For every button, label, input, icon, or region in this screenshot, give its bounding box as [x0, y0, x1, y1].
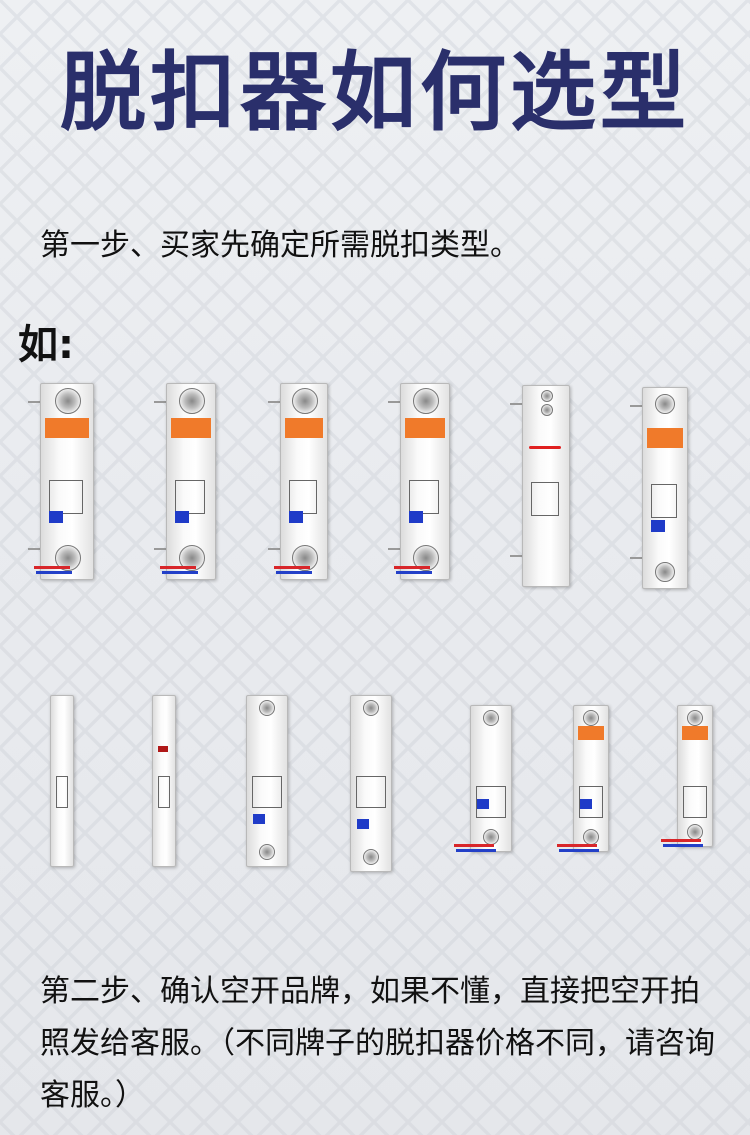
- screw-terminal-icon: [687, 824, 703, 840]
- circuit-diagram-icon: [356, 776, 386, 808]
- screw-terminal-icon: [259, 844, 275, 860]
- screw-terminal-icon: [483, 829, 499, 845]
- screw-icon: [541, 390, 553, 402]
- red-wire: [454, 844, 494, 847]
- blue-wire: [559, 849, 599, 852]
- circuit-diagram-icon: [175, 480, 205, 514]
- red-wire: [394, 566, 430, 569]
- circuit-diagram-icon: [49, 480, 83, 514]
- terminal-pin: [630, 557, 642, 559]
- accessory-body: [152, 695, 176, 867]
- screw-terminal-icon: [55, 388, 81, 414]
- blue-indicator-icon: [289, 511, 303, 523]
- terminal-pin: [510, 403, 522, 405]
- screw-terminal-icon: [583, 829, 599, 845]
- accessory-body: [246, 695, 288, 867]
- accessory-body: [677, 705, 713, 847]
- circuit-diagram-icon: [651, 484, 677, 518]
- accessory-body: [50, 695, 74, 867]
- screw-terminal-icon: [687, 710, 703, 726]
- screw-terminal-icon: [363, 849, 379, 865]
- example-label: 如:: [18, 322, 74, 368]
- blue-wire: [276, 571, 312, 574]
- red-wire: [661, 839, 701, 842]
- circuit-diagram-icon: [409, 480, 439, 514]
- blue-wire: [456, 849, 496, 852]
- device-body: [522, 385, 570, 587]
- terminal-pin: [268, 548, 280, 550]
- blue-indicator-icon: [49, 511, 63, 523]
- device-body: [400, 383, 450, 580]
- blue-indicator-icon: [651, 520, 665, 532]
- red-indicator-icon: [158, 746, 168, 752]
- orange-label-icon: [45, 418, 89, 438]
- step-one-text: 第一步、买家先确定所需脱扣类型。: [40, 228, 520, 263]
- device-body: [280, 383, 328, 580]
- screw-icon: [541, 404, 553, 416]
- red-indicator-icon: [529, 446, 561, 449]
- orange-label-icon: [578, 726, 604, 740]
- device-body: [166, 383, 216, 580]
- screw-terminal-icon: [655, 394, 675, 414]
- red-wire: [274, 566, 310, 569]
- blue-wire: [36, 571, 72, 574]
- terminal-pin: [154, 548, 166, 550]
- circuit-diagram-icon: [252, 776, 282, 808]
- red-wire: [34, 566, 70, 569]
- screw-terminal-icon: [655, 562, 675, 582]
- screw-terminal-icon: [179, 388, 205, 414]
- screw-terminal-icon: [259, 700, 275, 716]
- screw-terminal-icon: [292, 388, 318, 414]
- device-body: [40, 383, 94, 580]
- terminal-pin: [268, 401, 280, 403]
- terminal-pin: [28, 401, 40, 403]
- blue-wire: [663, 844, 703, 847]
- red-wire: [557, 844, 597, 847]
- terminal-pin: [154, 401, 166, 403]
- circuit-diagram-icon: [289, 480, 317, 514]
- orange-label-icon: [285, 418, 323, 438]
- circuit-diagram-icon: [158, 776, 170, 808]
- terminal-pin: [388, 401, 400, 403]
- accessory-body: [470, 705, 512, 852]
- terminal-pin: [510, 555, 522, 557]
- blue-indicator-icon: [580, 799, 592, 809]
- orange-label-icon: [405, 418, 445, 438]
- orange-label-icon: [171, 418, 211, 438]
- page-title: 脱扣器如何选型: [60, 43, 690, 143]
- red-wire: [160, 566, 196, 569]
- screw-terminal-icon: [483, 710, 499, 726]
- blue-indicator-icon: [409, 511, 423, 523]
- circuit-diagram-icon: [531, 482, 559, 516]
- blue-indicator-icon: [253, 814, 265, 824]
- screw-terminal-icon: [363, 700, 379, 716]
- orange-label-icon: [647, 428, 683, 448]
- terminal-pin: [388, 548, 400, 550]
- blue-indicator-icon: [477, 799, 489, 809]
- accessory-body: [573, 705, 609, 852]
- device-body: [642, 387, 688, 589]
- circuit-diagram-icon: [683, 786, 707, 818]
- blue-indicator-icon: [175, 511, 189, 523]
- accessory-body: [350, 695, 392, 872]
- blue-indicator-icon: [357, 819, 369, 829]
- circuit-diagram-icon: [476, 786, 506, 818]
- blue-wire: [396, 571, 432, 574]
- circuit-diagram-icon: [56, 776, 68, 808]
- blue-wire: [162, 571, 198, 574]
- circuit-diagram-icon: [579, 786, 603, 818]
- terminal-pin: [28, 548, 40, 550]
- step-two-text: 第二步、确认空开品牌，如果不懂，直接把空开拍照发给客服。（不同牌子的脱扣器价格不…: [40, 974, 715, 1113]
- screw-terminal-icon: [413, 388, 439, 414]
- terminal-pin: [630, 405, 642, 407]
- screw-terminal-icon: [583, 710, 599, 726]
- orange-label-icon: [682, 726, 708, 740]
